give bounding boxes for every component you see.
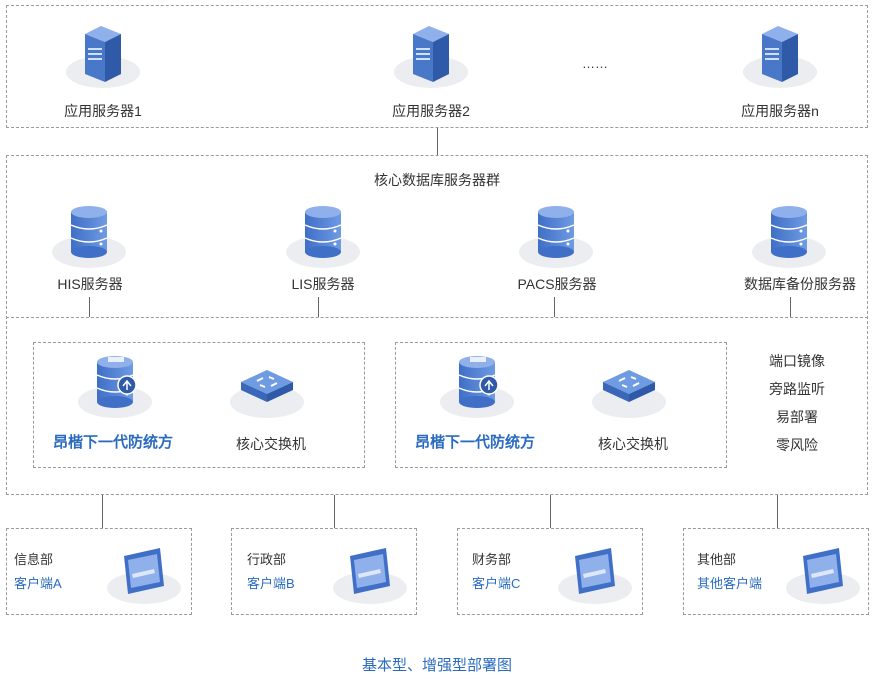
client-box [683,528,869,615]
database-icon [749,200,829,270]
dept-label: 财务部 [472,552,512,567]
monitor-icon [330,538,410,608]
monitor-icon [783,538,863,608]
server-icon [63,20,143,90]
db-group-title: 核心数据库服务器群 [374,172,500,188]
feature-item: 端口镜像 [769,353,825,369]
diagram-caption: 基本型、增强型部署图 [361,657,513,674]
connector-line [790,297,791,317]
connector-line [777,495,778,528]
divider-line [6,317,868,318]
app-server-label: 应用服务器2 [392,103,470,119]
switch-label: 核心交换机 [598,436,668,452]
client-box [6,528,192,615]
connector-line [437,128,438,155]
db-server-label: LIS服务器 [291,276,355,292]
dept-label: 信息部 [14,552,54,567]
connector-line [554,297,555,317]
monitor-icon [555,538,635,608]
client-label: 客户端B [247,576,295,591]
client-label: 其他客户端 [697,576,763,591]
client-label: 客户端A [14,576,62,591]
feature-item: 零风险 [776,437,818,453]
firewall-label: 昂楷下一代防统方 [414,434,536,451]
connector-line [89,297,90,317]
security-panel-left [33,342,365,468]
connector-line [334,495,335,528]
core-db-group [6,155,868,495]
connector-line [550,495,551,528]
dept-label: 其他部 [697,552,737,567]
firewall-label: 昂楷下一代防统方 [52,434,174,451]
server-icon [740,20,820,90]
database-icon [49,200,129,270]
dept-label: 行政部 [247,552,287,567]
monitor-icon [104,538,184,608]
firewall-icon [75,350,155,420]
client-box [457,528,643,615]
app-server-group [6,5,868,128]
app-server-label: 应用服务器n [741,103,819,119]
db-server-label: PACS服务器 [517,276,597,292]
feature-item: 易部署 [776,409,818,425]
client-box [231,528,417,615]
db-server-label: HIS服务器 [57,276,123,292]
connector-line [318,297,319,317]
security-panel-right [395,342,727,468]
app-server-label: 应用服务器1 [64,103,142,119]
firewall-icon [437,350,517,420]
ellipsis: …… [582,56,608,71]
client-label: 客户端C [472,576,521,591]
switch-icon [227,352,307,422]
connector-line [102,495,103,528]
switch-label: 核心交换机 [236,436,306,452]
feature-item: 旁路监听 [769,381,825,397]
db-server-label: 数据库备份服务器 [744,276,856,292]
database-icon [516,200,596,270]
switch-icon [589,352,669,422]
database-icon [283,200,363,270]
server-icon [391,20,471,90]
